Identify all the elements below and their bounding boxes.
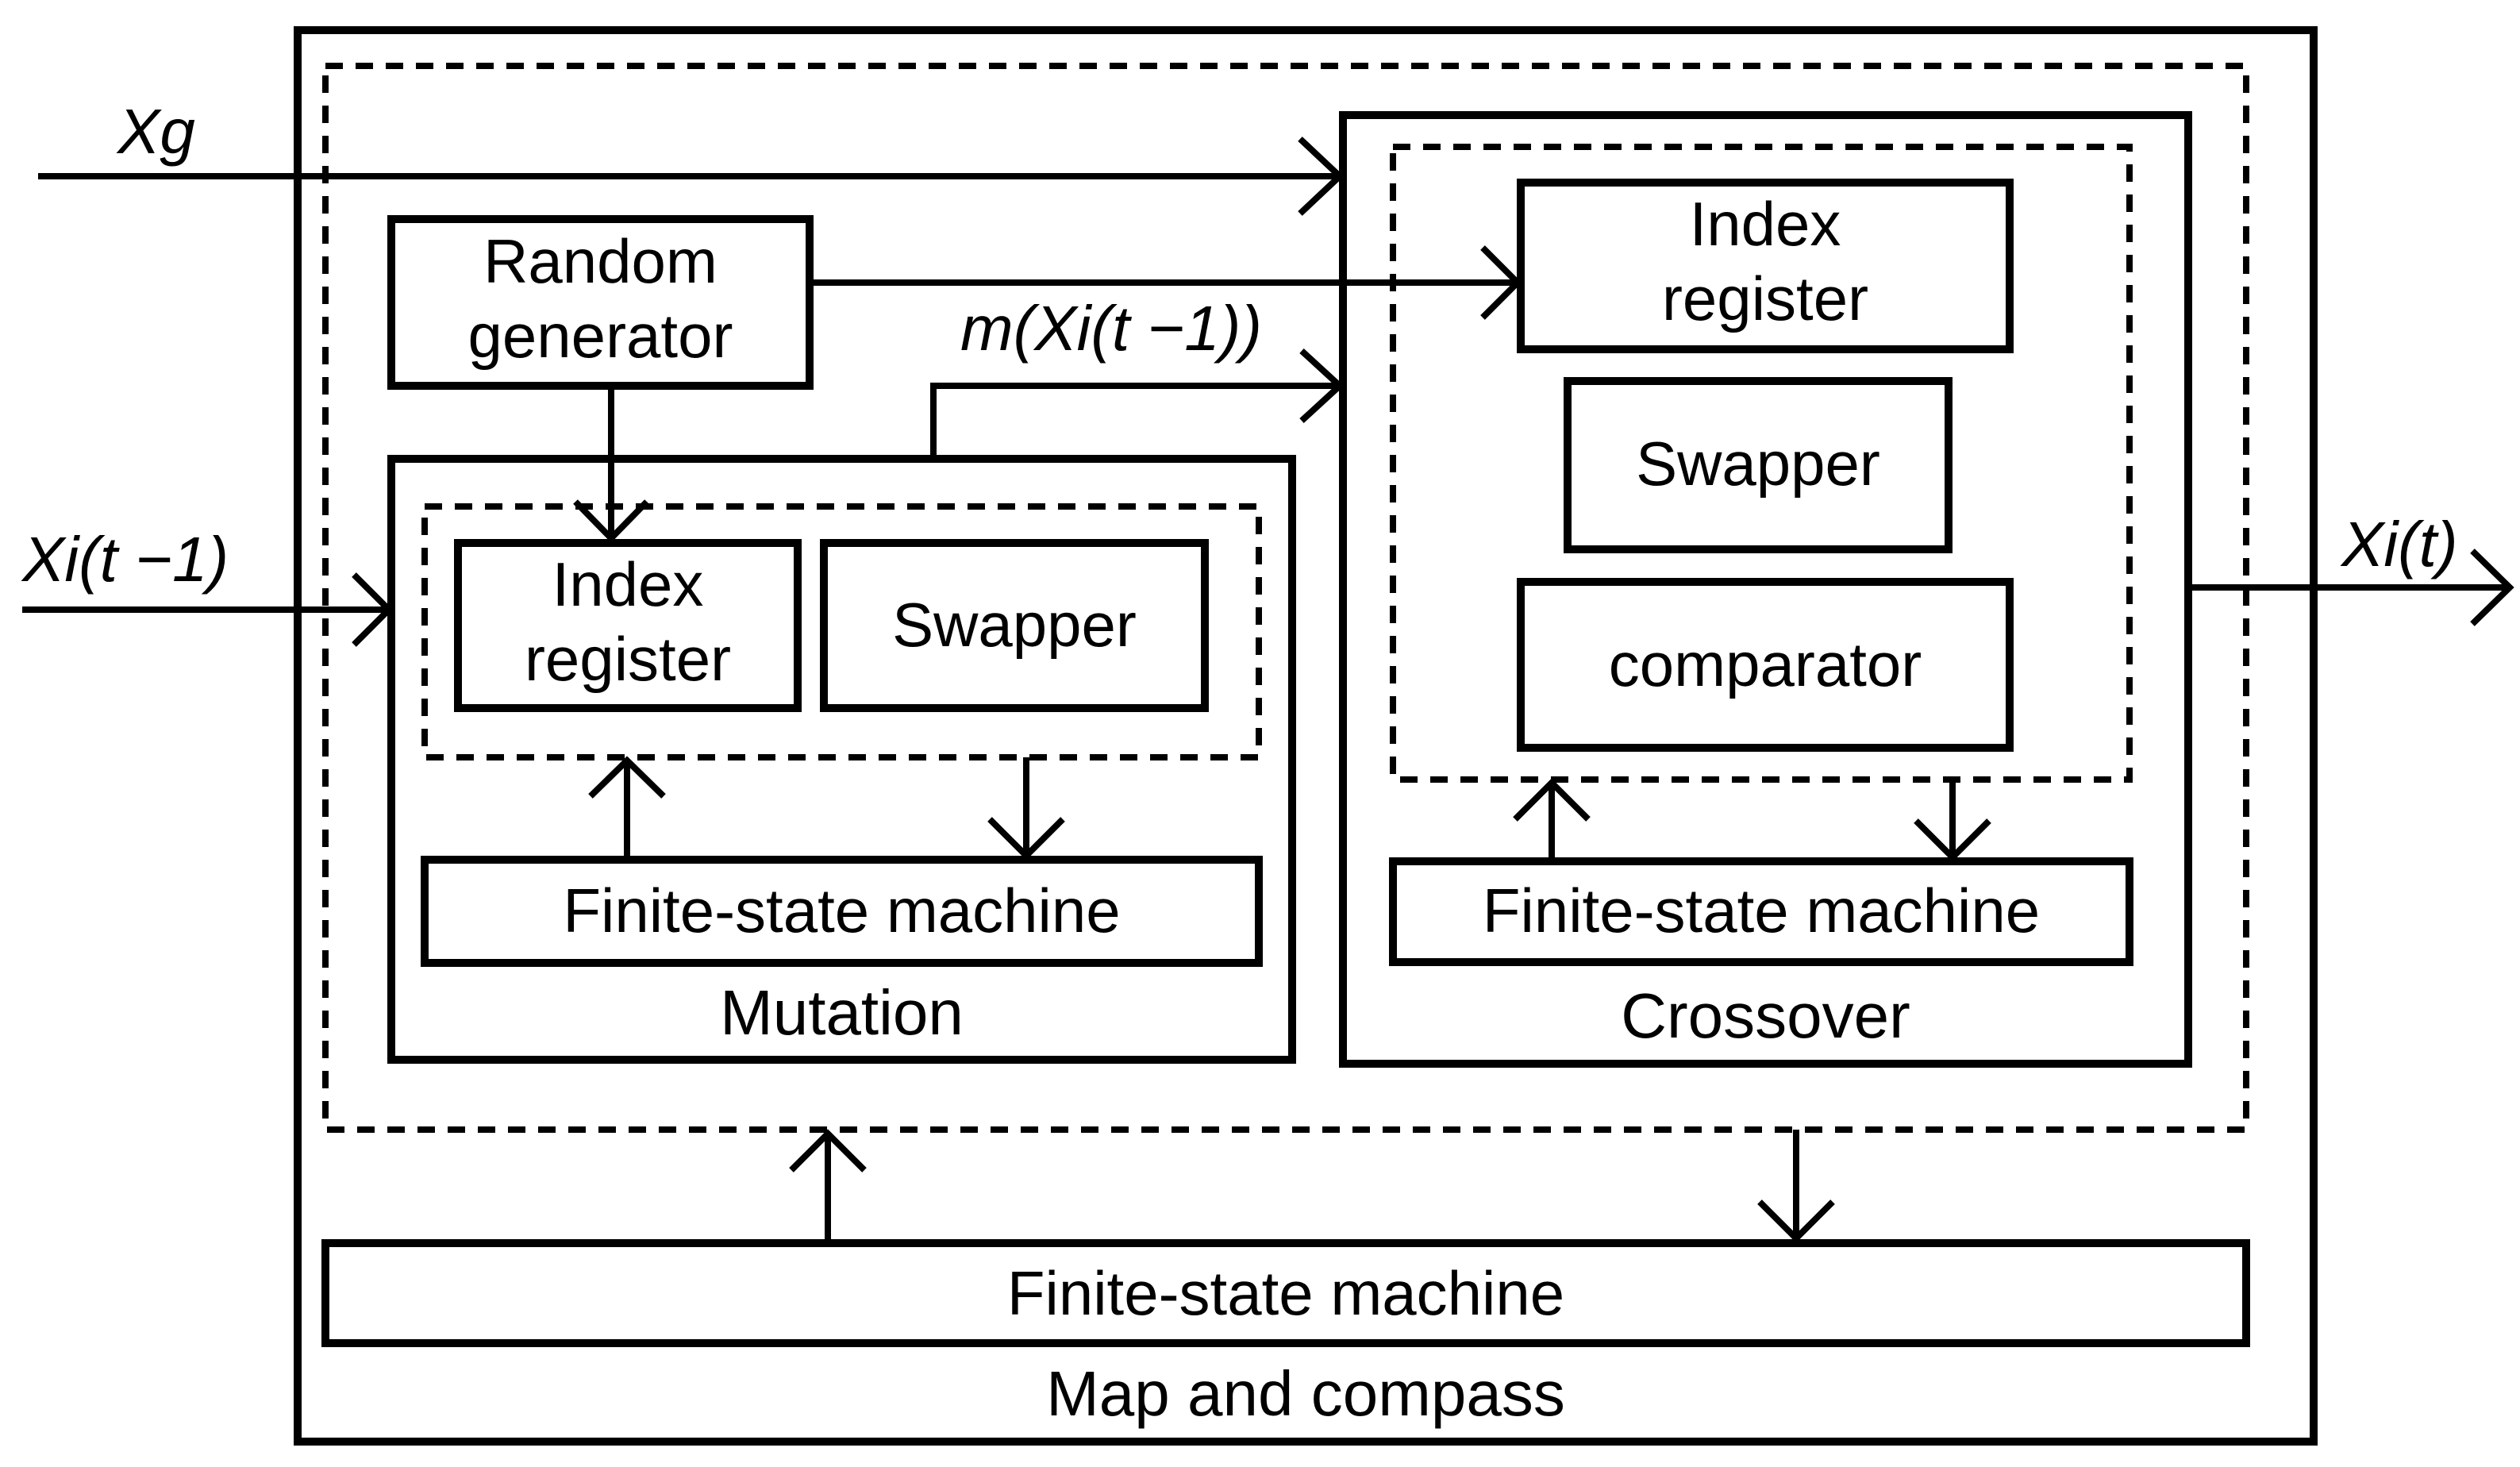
map-compass-title: Map and compass — [1046, 1358, 1565, 1429]
mutation-swapper-label: Swapper — [892, 590, 1137, 660]
mutation-index-register-line1: Index — [552, 549, 704, 619]
mutation-swapper-box — [820, 539, 1209, 712]
map-compass-dashed-region — [322, 63, 2249, 1133]
map-compass-fsm-label: Finite-state machine — [1006, 1258, 1565, 1328]
crossover-index-register-line2: register — [1661, 263, 1869, 333]
crossover-swapper-box — [1564, 377, 1953, 553]
crossover-swapper-label: Swapper — [1636, 429, 1880, 499]
crossover-fsm-box — [1389, 857, 2133, 966]
crossover-index-register-line1: Index — [1689, 189, 1841, 259]
random-generator-line2: generator — [467, 300, 733, 371]
map-compass-block — [294, 26, 2318, 1446]
mutation-fsm-down-arrowhead — [987, 817, 1065, 861]
xg-arrowhead — [1298, 137, 1345, 216]
random-to-crossover-arrowhead — [1480, 245, 1522, 320]
map-compass-fsm-box — [321, 1239, 2250, 1347]
mutation-output-arrowhead — [1299, 348, 1345, 423]
crossover-fsm-label: Finite-state machine — [1482, 876, 2041, 945]
xi-out-arrowhead — [2470, 549, 2514, 626]
random-generator-box — [387, 215, 814, 390]
mutation-index-register-line2: register — [524, 623, 732, 694]
crossover-fsm-up-arrowhead — [1513, 778, 1591, 822]
crossover-comparator-label: comparator — [1608, 630, 1922, 699]
random-to-mutation-arrowhead — [573, 499, 649, 543]
random-generator-label: Random generator — [391, 225, 810, 373]
crossover-fsm-down-arrowhead — [1914, 818, 1991, 862]
mutation-fsm-up-arrowhead — [588, 756, 666, 799]
xi-out-label: Xi(t) — [2341, 509, 2458, 579]
crossover-dashed-region — [1390, 144, 2133, 783]
mutation-index-register-box — [454, 539, 802, 712]
map-fsm-up-arrowhead — [789, 1129, 867, 1172]
crossover-index-register-box — [1517, 179, 2014, 353]
mutation-index-register-label: Index register — [458, 548, 798, 696]
xi-prev-label: Xi(t −1) — [22, 524, 229, 595]
crossover-title: Crossover — [1621, 980, 1910, 1051]
mutation-block — [387, 455, 1296, 1064]
mutation-fsm-box — [421, 856, 1263, 967]
map-fsm-down-arrowhead — [1757, 1199, 1835, 1243]
mutation-output-line — [930, 383, 1337, 459]
crossover-index-register-label: Index register — [1521, 187, 2010, 336]
mutation-fsm-label: Finite-state machine — [563, 876, 1121, 945]
mutation-title: Mutation — [720, 977, 964, 1048]
random-generator-line1: Random — [483, 226, 718, 296]
crossover-comparator-box — [1517, 578, 2014, 752]
mutation-output-label: m(Xi(t −1)) — [960, 293, 1262, 364]
xg-label: Xg — [117, 96, 195, 167]
xi-prev-arrowhead — [352, 572, 394, 647]
